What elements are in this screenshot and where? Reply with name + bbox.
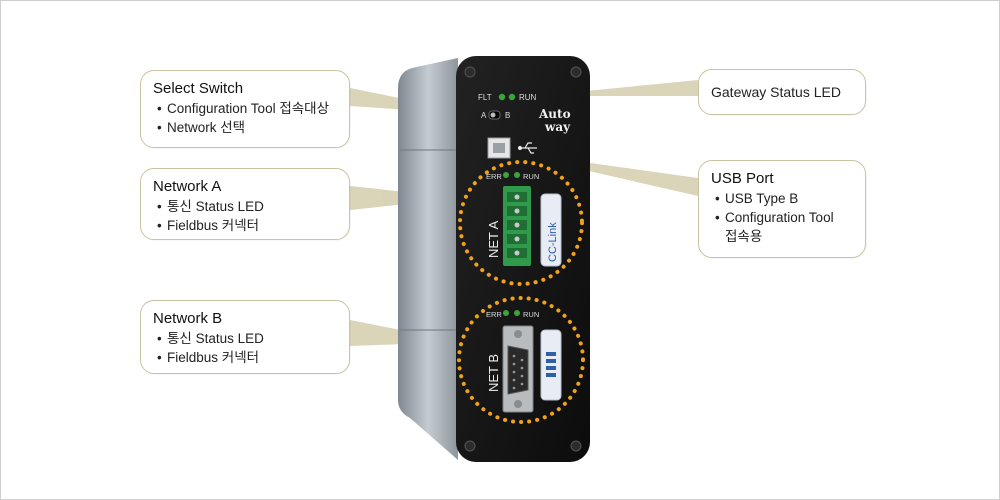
cclink-logo: CC-Link <box>547 222 559 262</box>
callout-item: Network 선택 <box>153 118 337 137</box>
dsub-connector[interactable] <box>502 325 534 413</box>
netb-logo-plate <box>540 329 562 401</box>
netb-run-label: RUN <box>523 310 539 319</box>
callout-item: 통신 Status LED <box>153 329 337 348</box>
neta-run-label: RUN <box>523 172 539 181</box>
callout-select-switch: Select Switch Configuration Tool 접속대상 Ne… <box>140 70 350 148</box>
callout-item: Fieldbus 커넥터 <box>153 348 337 367</box>
enclosure-side <box>398 58 458 460</box>
callout-network-b: Network B 통신 Status LED Fieldbus 커넥터 <box>140 300 350 374</box>
callout-title: Select Switch <box>153 80 244 97</box>
network-b-highlight <box>457 296 585 424</box>
fieldbus-terminal-connector[interactable] <box>503 186 531 266</box>
callout-title: USB Port <box>711 170 774 187</box>
callout-item-continuation: 접속용 <box>725 229 763 244</box>
callout-item: Configuration Tool <box>711 208 853 227</box>
brand-line2: way <box>544 120 571 134</box>
callout-gateway-status-led: Gateway Status LED <box>698 69 866 115</box>
neta-err-label: ERR <box>486 172 502 181</box>
netb-err-label: ERR <box>486 310 502 319</box>
led-flt-label: FLT <box>478 93 492 102</box>
usb-icon <box>517 142 537 154</box>
cclink-logo-plate <box>540 193 562 267</box>
callout-title: Network B <box>153 310 223 327</box>
neta-label: NET A <box>486 220 501 258</box>
netb-label: NET B <box>486 354 501 392</box>
callout-item: Configuration Tool 접속대상 <box>153 99 337 118</box>
switch-a-label: A <box>481 111 487 120</box>
brand-line1: Auto <box>538 107 571 121</box>
callout-item: 통신 Status LED <box>153 197 337 216</box>
callout-network-a: Network A 통신 Status LED Fieldbus 커넥터 <box>140 168 350 240</box>
callout-title: Gateway Status LED <box>711 83 841 100</box>
gateway-status-leds <box>498 93 516 101</box>
neta-err-led <box>503 172 509 178</box>
led-run-label: RUN <box>519 93 537 102</box>
netb-run-led <box>514 310 520 316</box>
switch-b-label: B <box>505 111 510 120</box>
callout-usb-port: USB Port USB Type B Configuration Tool 접… <box>698 160 866 258</box>
callout-item: USB Type B <box>711 189 853 208</box>
netb-logo-icon <box>546 352 556 377</box>
callout-title: Network A <box>153 178 222 195</box>
callout-item: Fieldbus 커넥터 <box>153 216 337 235</box>
neta-run-led <box>514 172 520 178</box>
network-a-highlight <box>458 160 584 286</box>
panel-screws <box>464 66 582 452</box>
netb-err-led <box>503 310 509 316</box>
